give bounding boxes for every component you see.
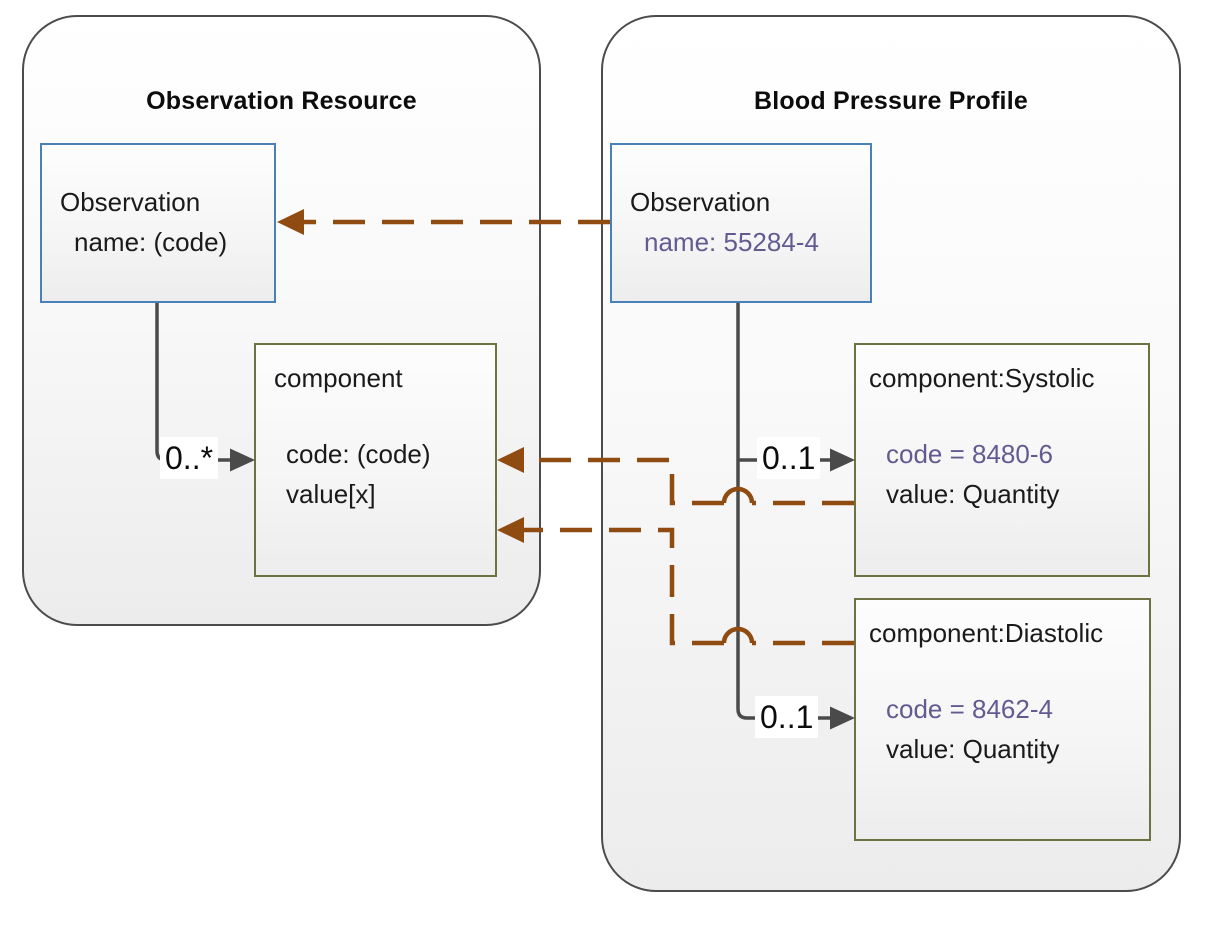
- multiplicity-label-component: 0..*: [160, 437, 219, 479]
- diastolic-code-field: code = 8462-4: [886, 694, 1053, 724]
- systolic-code-field: code = 8480-6: [886, 439, 1053, 469]
- left-panel-title: Observation Resource: [146, 87, 417, 115]
- profile-observation-title: Observation: [630, 187, 771, 217]
- component-value-field: value[x]: [286, 479, 376, 509]
- component-diastolic-box: component:Diastolic code = 8462-4 value:…: [854, 598, 1151, 841]
- observation-box-generic: Observation name: (code): [40, 143, 276, 303]
- profile-observation-name-field: name: 55284-4: [644, 227, 819, 257]
- diastolic-value-field: value: Quantity: [886, 734, 1060, 764]
- observation-box-profile: Observation name: 55284-4: [610, 143, 872, 303]
- component-code-field: code: (code): [286, 439, 431, 469]
- multiplicity-label-systolic: 0..1: [757, 437, 821, 479]
- multiplicity-label-diastolic: 0..1: [755, 696, 819, 738]
- diastolic-box-title: component:Diastolic: [869, 618, 1104, 648]
- component-systolic-box: component:Systolic code = 8480-6 value: …: [854, 343, 1150, 577]
- right-panel-title: Blood Pressure Profile: [754, 87, 1028, 115]
- observation-box-title: Observation: [60, 187, 201, 217]
- systolic-value-field: value: Quantity: [886, 479, 1060, 509]
- observation-name-field: name: (code): [74, 227, 228, 257]
- systolic-box-title: component:Systolic: [869, 363, 1095, 393]
- component-box-generic: component code: (code) value[x]: [254, 343, 497, 577]
- component-box-title: component: [274, 363, 403, 393]
